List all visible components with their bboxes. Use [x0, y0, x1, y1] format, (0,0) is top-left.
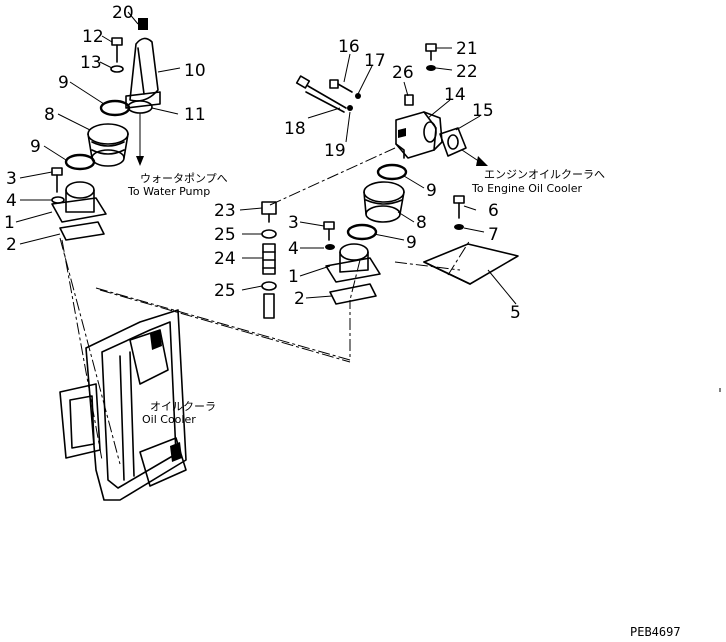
notes: ウォータポンプへ To Water Pump エンジンオイルクーラへ To En… — [127, 168, 605, 426]
callout-11: 11 — [184, 105, 206, 125]
callout-17: 17 — [364, 51, 386, 71]
callout-3a: 3 — [6, 169, 17, 189]
callout-23: 23 — [214, 201, 236, 221]
callout-6: 6 — [488, 201, 499, 221]
washer-7 — [454, 224, 464, 230]
hose-24 — [262, 243, 276, 275]
callout-3b: 3 — [288, 213, 299, 233]
callout-24: 24 — [214, 249, 236, 269]
bolt-3-left — [51, 167, 63, 193]
callout-12: 12 — [82, 27, 104, 47]
gasket-15 — [439, 127, 467, 157]
ring-25-upper — [261, 229, 277, 239]
clamp-9-right-upper — [376, 163, 408, 181]
callout-2a: 2 — [6, 235, 17, 255]
callout-16: 16 — [338, 37, 360, 57]
bolt-12 — [111, 37, 123, 63]
note-water-pump-jp: ウォータポンプへ — [140, 172, 228, 185]
plate-5 — [423, 243, 519, 285]
note-oil-cooler-en: Oil Cooler — [142, 413, 196, 426]
gasket-2-left — [59, 221, 105, 241]
callout-9c: 9 — [426, 181, 437, 201]
callout-1a: 1 — [4, 213, 15, 233]
callout-21: 21 — [456, 39, 478, 59]
callout-22: 22 — [456, 62, 478, 82]
plug-26 — [404, 94, 414, 106]
callout-25a: 25 — [214, 225, 236, 245]
callout-18: 18 — [284, 119, 306, 139]
plug-20 — [138, 18, 148, 30]
callout-19: 19 — [324, 141, 346, 161]
callout-8b: 8 — [416, 213, 427, 233]
figure-code: PEB4697 — [630, 625, 681, 639]
housing-14 — [395, 111, 443, 159]
callout-14: 14 — [444, 85, 466, 105]
callout-1b: 1 — [288, 267, 299, 287]
callout-26: 26 — [392, 63, 414, 83]
arrow-to-water-pump — [136, 113, 144, 166]
bolt-6 — [453, 195, 465, 219]
callout-4b: 4 — [288, 239, 299, 259]
callout-9a: 9 — [58, 73, 69, 93]
clamp-9-upper — [99, 99, 131, 117]
callout-10: 10 — [184, 61, 206, 81]
callout-numbers: 20 12 13 10 9 11 8 9 3 4 1 2 16 17 26 14… — [4, 3, 521, 323]
callout-2b: 2 — [294, 289, 305, 309]
note-oil-cooler-jp: オイルクーラ — [150, 400, 216, 413]
callout-13: 13 — [80, 53, 102, 73]
washer-22 — [426, 65, 436, 71]
washer-19 — [347, 105, 353, 111]
bolt-16 — [329, 79, 353, 93]
callout-9b: 9 — [30, 137, 41, 157]
arrow-to-engine-oil-cooler — [461, 149, 488, 166]
leader-lines — [15, 11, 517, 305]
callout-25b: 25 — [214, 281, 236, 301]
oil-cooler — [59, 309, 187, 501]
pipe-10 — [125, 37, 161, 109]
callout-9d: 9 — [406, 233, 417, 253]
hose-8-left — [87, 123, 129, 167]
clamp-9-right-lower — [346, 223, 378, 241]
bolt-3-right — [323, 221, 335, 241]
callout-5: 5 — [510, 303, 521, 323]
elbow-1-left — [51, 181, 107, 223]
elbow-1-right — [325, 243, 381, 283]
callout-7: 7 — [488, 225, 499, 245]
callout-15: 15 — [472, 101, 494, 121]
assembly-centerlines — [59, 147, 471, 465]
callout-8a: 8 — [44, 105, 55, 125]
gasket-2-right — [329, 283, 377, 305]
note-engine-oil-cooler-jp: エンジンオイルクーラへ — [484, 168, 605, 181]
note-engine-oil-cooler-en: To Engine Oil Cooler — [471, 182, 583, 195]
callout-20: 20 — [112, 3, 134, 23]
bolt-21 — [425, 43, 437, 61]
washer-13 — [110, 65, 124, 73]
hose-8-right — [363, 181, 405, 223]
tube — [263, 293, 275, 319]
ring-25-lower — [261, 281, 277, 291]
washer-17 — [355, 93, 361, 99]
washer-4-right — [325, 244, 335, 250]
note-water-pump-en: To Water Pump — [127, 185, 210, 198]
connector-23 — [261, 201, 277, 223]
callout-4a: 4 — [6, 191, 17, 211]
clamp-9-lower — [64, 153, 96, 171]
